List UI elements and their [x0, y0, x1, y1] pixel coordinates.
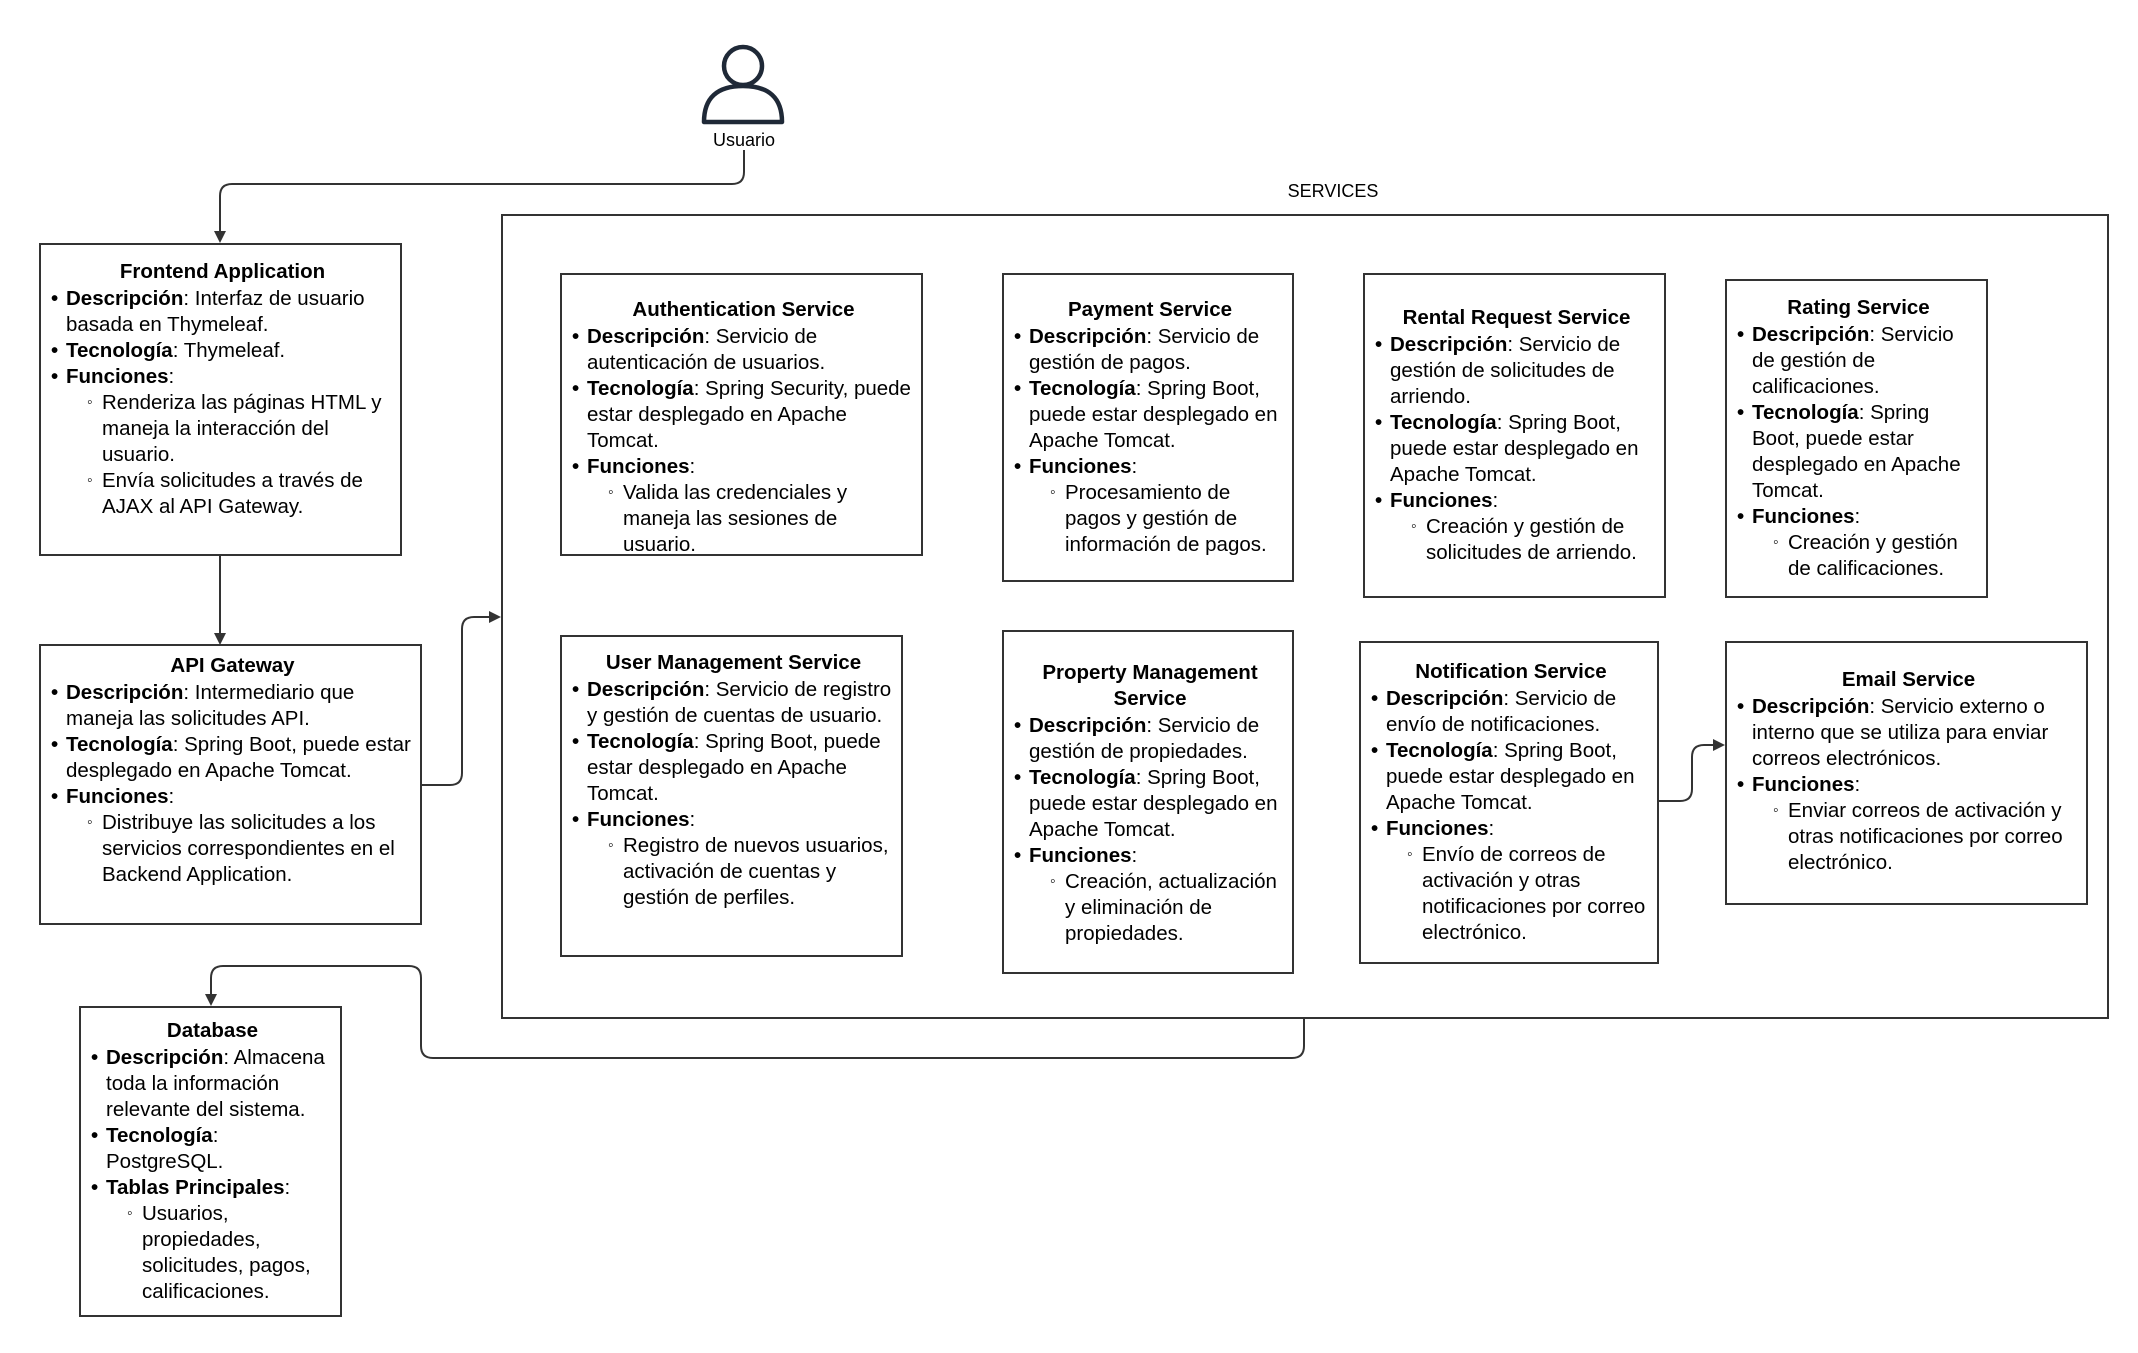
tables-item: Tablas Principales: Usuarios, propiedade…	[91, 1175, 334, 1305]
function-item: Creación y gestión de calificaciones.	[1752, 530, 1980, 582]
functions-item: Funciones: Creación y gestión de solicit…	[1375, 488, 1658, 566]
functions-item: Funciones: Distribuye las solicitudes a …	[51, 784, 414, 888]
component-title: Authentication Service	[632, 298, 855, 321]
user-label: Usuario	[712, 130, 776, 150]
technology-item: Tecnología: Spring Boot, puede estar des…	[1014, 376, 1286, 454]
component-title: Email Service	[1841, 668, 1976, 691]
description-item: Descripción: Interfaz de usuario basada …	[51, 286, 394, 338]
services-group-label: SERVICES	[1287, 181, 1379, 201]
technology-item: Tecnología: Spring Boot, puede estar des…	[1737, 400, 1980, 504]
description-item: Descripción: Servicio externo o interno …	[1737, 694, 2080, 772]
description-item: Descripción: Servicio de autenticación d…	[572, 324, 915, 376]
function-item: Valida las credenciales y maneja las ses…	[587, 480, 915, 558]
function-item: Envío de correos de activación y otras n…	[1386, 842, 1651, 946]
component-title: Payment Service	[1067, 298, 1233, 321]
functions-item: Funciones: Creación y gestión de calific…	[1737, 504, 1980, 582]
function-item: Creación y gestión de solicitudes de arr…	[1390, 514, 1658, 566]
api-gateway-box[interactable]: API Gateway Descripción: Intermediario q…	[39, 644, 422, 925]
notification-service-box[interactable]: Notification Service Descripción: Servic…	[1359, 641, 1659, 964]
frontend-application-box[interactable]: Frontend Application Descripción: Interf…	[39, 243, 402, 556]
functions-item: Funciones: Procesamiento de pagos y gest…	[1014, 454, 1286, 558]
technology-item: Tecnología: Spring Boot, puede estar des…	[1371, 738, 1651, 816]
description-item: Descripción: Almacena toda la informació…	[91, 1045, 334, 1123]
function-item: Distribuye las solicitudes a los servici…	[66, 810, 414, 888]
function-item: Procesamiento de pagos y gestión de info…	[1029, 480, 1286, 558]
email-service-box[interactable]: Email Service Descripción: Servicio exte…	[1725, 641, 2088, 905]
functions-item: Funciones: Registro de nuevos usuarios, …	[572, 807, 895, 911]
property-management-service-box[interactable]: Property Management Service Descripción:…	[1002, 630, 1294, 974]
authentication-service-box[interactable]: Authentication Service Descripción: Serv…	[560, 273, 923, 556]
functions-item: Funciones: Envío de correos de activació…	[1371, 816, 1651, 946]
description-item: Descripción: Intermediario que maneja la…	[51, 680, 414, 732]
function-item: Registro de nuevos usuarios, activación …	[587, 833, 895, 911]
technology-item: Tecnología: PostgreSQL.	[91, 1123, 334, 1175]
table-list-item: Usuarios, propiedades, solicitudes, pago…	[106, 1201, 334, 1305]
arrow-services-to-database	[205, 965, 1305, 1059]
functions-item: Funciones: Creación, actualización y eli…	[1014, 843, 1286, 947]
functions-item: Funciones: Renderiza las páginas HTML y …	[51, 364, 394, 520]
component-title: API Gateway	[170, 654, 295, 677]
database-box[interactable]: Database Descripción: Almacena toda la i…	[79, 1006, 342, 1317]
component-title: Property Management Service	[1042, 661, 1258, 710]
user-actor-icon	[701, 44, 785, 125]
function-item: Enviar correos de activación y otras not…	[1752, 798, 2080, 876]
technology-item: Tecnología: Thymeleaf.	[51, 338, 394, 364]
component-title: Notification Service	[1415, 660, 1607, 683]
user-management-service-box[interactable]: User Management Service Descripción: Ser…	[560, 635, 903, 957]
function-item: Creación, actualización y eliminación de…	[1029, 869, 1286, 947]
function-item: Envía solicitudes a través de AJAX al AP…	[66, 468, 394, 520]
technology-item: Tecnología: Spring Boot, puede estar des…	[1375, 410, 1658, 488]
description-item: Descripción: Servicio de gestión de soli…	[1375, 332, 1658, 410]
description-item: Descripción: Servicio de gestión de cali…	[1737, 322, 1980, 400]
description-item: Descripción: Servicio de registro y gest…	[572, 677, 895, 729]
rental-request-service-box[interactable]: Rental Request Service Descripción: Serv…	[1363, 273, 1666, 598]
technology-item: Tecnología: Spring Boot, puede estar des…	[51, 732, 414, 784]
component-title: Rental Request Service	[1402, 306, 1631, 329]
arrow-gateway-to-services	[422, 611, 501, 786]
component-title: User Management Service	[605, 651, 862, 674]
component-title: Frontend Application	[119, 260, 326, 283]
description-item: Descripción: Servicio de envío de notifi…	[1371, 686, 1651, 738]
functions-item: Funciones: Enviar correos de activación …	[1737, 772, 2080, 876]
functions-item: Funciones: Valida las credenciales y man…	[572, 454, 915, 558]
arrow-user-to-frontend	[214, 150, 745, 243]
payment-service-box[interactable]: Payment Service Descripción: Servicio de…	[1002, 273, 1294, 582]
technology-item: Tecnología: Spring Boot, puede estar des…	[1014, 765, 1286, 843]
function-item: Renderiza las páginas HTML y maneja la i…	[66, 390, 394, 468]
component-title: Database	[166, 1019, 259, 1042]
arrow-notification-to-email	[1659, 739, 1725, 802]
technology-item: Tecnología: Spring Boot, puede estar des…	[572, 729, 895, 807]
component-title: Rating Service	[1787, 296, 1930, 319]
rating-service-box[interactable]: Rating Service Descripción: Servicio de …	[1725, 279, 1988, 598]
description-item: Descripción: Servicio de gestión de prop…	[1014, 713, 1286, 765]
technology-item: Tecnología: Spring Security, puede estar…	[572, 376, 915, 454]
description-item: Descripción: Servicio de gestión de pago…	[1014, 324, 1286, 376]
